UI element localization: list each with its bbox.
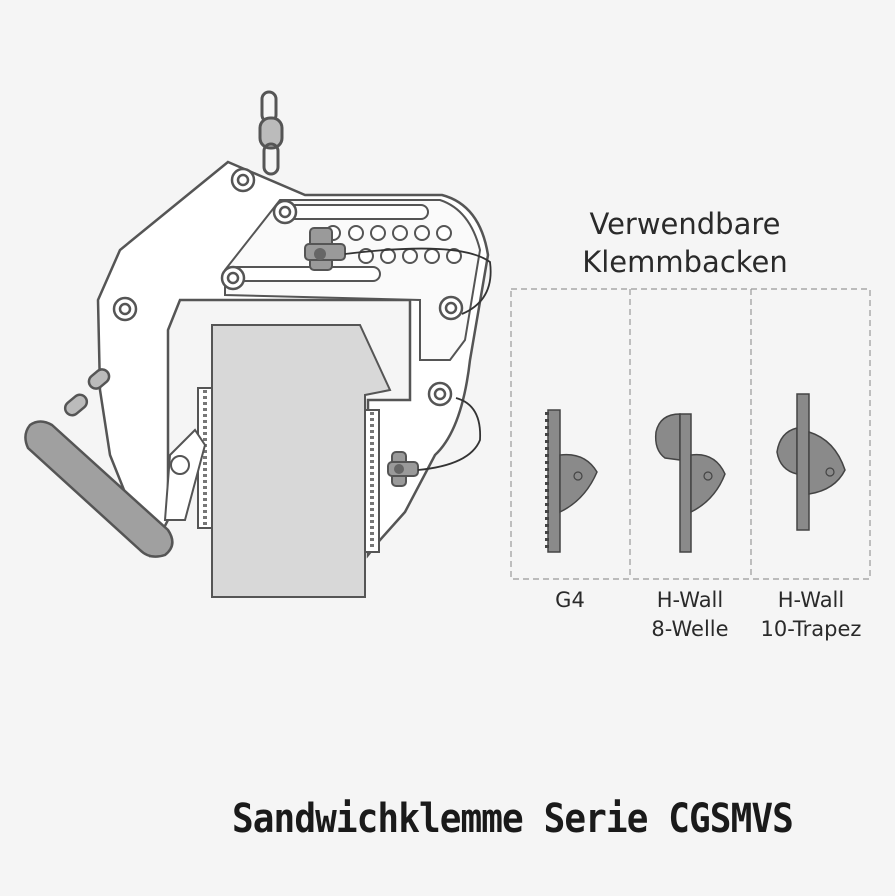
page-title: Sandwichklemme Serie CGSMVS: [232, 796, 794, 842]
jaw-label-line-1: H-Wall: [656, 588, 724, 612]
safety-cord-bottom: [417, 397, 481, 471]
adjustment-holes-bottom: [358, 248, 462, 264]
lifting-chain: [258, 90, 284, 176]
jaw-label-line-2: 8-Welle: [651, 617, 729, 641]
lower-link: [163, 428, 207, 521]
jaw-label-hwall-10-trapez: H-Wall 10-Trapez: [751, 586, 871, 644]
jaw-label-g4: G4: [510, 586, 630, 615]
heading-line-2: Klemmbacken: [582, 245, 788, 279]
safety-cord-top: [344, 247, 492, 315]
heading-line-1: Verwendbare: [589, 207, 781, 241]
sandwich-panel: [211, 324, 392, 598]
jaw-pad-right: [364, 409, 380, 553]
jaw-label-hwall-8-welle: H-Wall 8-Welle: [630, 586, 750, 644]
adjustment-slot: [229, 266, 381, 282]
top-slot: [281, 204, 429, 220]
jaw-g4-icon: [545, 409, 598, 553]
jaw-options-heading: Verwendbare Klemmbacken: [560, 205, 810, 281]
jaw-hwall-10-trapez-icon: [776, 393, 846, 531]
lever-chain: [63, 368, 111, 417]
jaw-label-line-1: H-Wall: [777, 588, 845, 612]
jaw-hwall-8-welle-icon: [654, 413, 726, 553]
lever-handle: [24, 420, 174, 558]
pivot-pins: [112, 167, 464, 407]
locking-pin-bottom: [387, 451, 419, 487]
jaw-label-line-2: 10-Trapez: [760, 617, 862, 641]
jaw-label-line-1: G4: [555, 588, 585, 612]
locking-pin-top: [304, 227, 346, 271]
jaw-option-frames: [510, 288, 871, 580]
